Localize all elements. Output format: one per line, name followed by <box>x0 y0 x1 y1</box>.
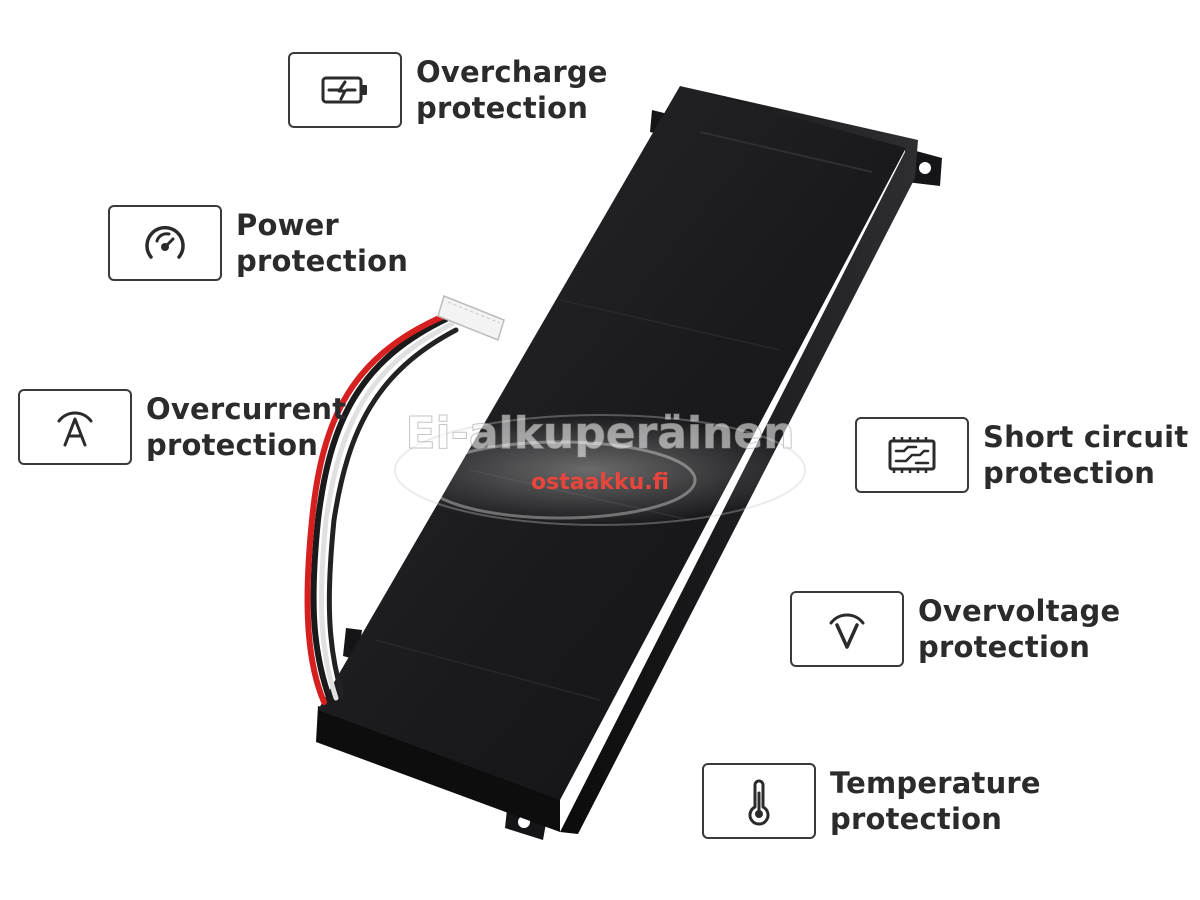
feature-label: Overcurrent protection <box>146 392 347 462</box>
ampere-icon <box>57 411 93 447</box>
thermometer-icon <box>748 779 770 826</box>
feature-label: Overvoltage protection <box>918 594 1121 664</box>
feature-short-circuit: Short circuit protection <box>855 417 1188 493</box>
feature-overvoltage: Overvoltage protection <box>790 591 1120 667</box>
feature-power: Power protection <box>108 205 408 281</box>
icon-box <box>790 591 904 667</box>
feature-overcurrent: Overcurrent protection <box>18 389 346 465</box>
circuit-board-icon <box>888 437 936 473</box>
icon-box <box>702 763 816 839</box>
feature-label: Overcharge protection <box>416 55 608 125</box>
watermark-site: ostaakku.fi <box>530 470 669 495</box>
icon-box <box>288 52 402 128</box>
voltage-icon <box>829 613 865 649</box>
battery-charge-icon <box>321 76 367 104</box>
icon-box <box>108 205 222 281</box>
watermark-text: Ei-alkuperäinen <box>405 408 795 460</box>
feature-label: Short circuit protection <box>983 420 1189 490</box>
feature-label: Temperature protection <box>830 766 1041 836</box>
feature-label: Power protection <box>236 208 409 278</box>
feature-temperature: Temperature protection <box>702 763 1041 839</box>
feature-overcharge: Overcharge protection <box>288 52 608 128</box>
gauge-icon <box>145 226 185 259</box>
battery-connector <box>437 294 505 342</box>
battery-cable <box>304 313 459 705</box>
icon-box <box>855 417 969 493</box>
icon-box <box>18 389 132 465</box>
